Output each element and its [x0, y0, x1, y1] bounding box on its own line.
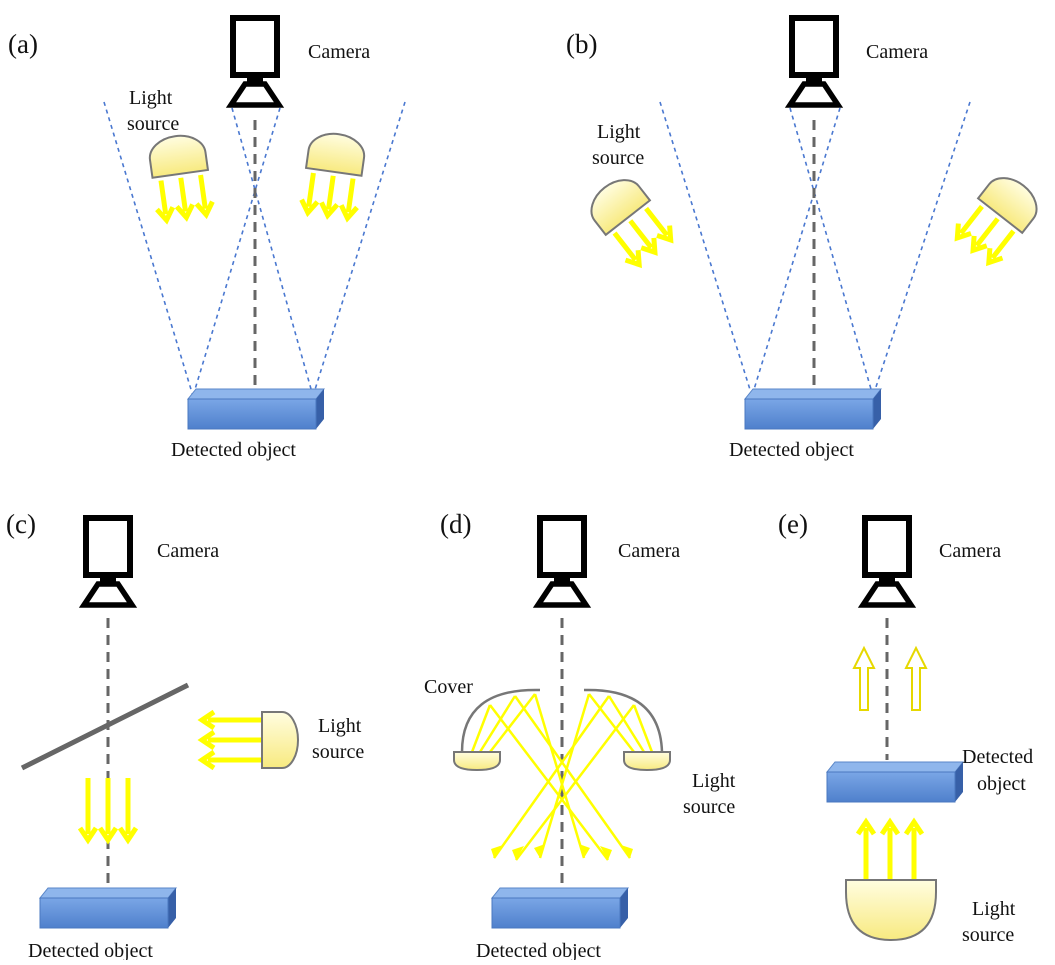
detected-object-icon	[491, 887, 629, 929]
light-arrows	[77, 778, 139, 845]
light-source-icon	[582, 170, 677, 269]
light-source-label: Light	[692, 770, 736, 792]
light-source-icon	[623, 751, 671, 772]
light-source-label: source	[312, 741, 364, 763]
light-ray-heads	[491, 844, 633, 860]
camera-icon	[84, 518, 132, 605]
panel-c-label: (c)	[6, 509, 36, 539]
detected-object-label: Detected object	[171, 439, 296, 461]
camera-icon	[538, 518, 586, 605]
panel-d-label: (d)	[440, 509, 471, 539]
detected-object-label: object	[977, 773, 1026, 795]
light-source-icon	[300, 130, 367, 219]
cover-label: Cover	[424, 676, 473, 698]
detected-object-icon	[744, 388, 882, 430]
beam-splitter-icon	[20, 682, 190, 771]
light-source-icon	[147, 132, 214, 221]
light-source-label: Light	[318, 715, 362, 737]
camera-icon	[231, 18, 279, 105]
panel-a-label: (a)	[8, 29, 38, 59]
detected-object-label: Detected object	[476, 940, 601, 960]
transmitted-light-arrows	[852, 645, 928, 711]
light-source-label: source	[592, 147, 644, 169]
camera-label: Camera	[308, 41, 370, 63]
camera-icon	[863, 518, 911, 605]
light-source-icon	[453, 751, 501, 772]
detected-object-label: Detected object	[28, 940, 153, 960]
light-source-label: source	[127, 113, 179, 135]
light-source-icon	[845, 879, 937, 942]
light-source-label: source	[683, 796, 735, 818]
detected-object-icon	[39, 887, 177, 929]
panel-c: (c) Camera Light source Detected object	[6, 509, 364, 962]
detected-object-icon	[187, 388, 325, 430]
light-rays	[470, 693, 654, 861]
panel-e-label: (e)	[778, 509, 808, 539]
panel-a: (a) Camera Light source Detected object	[8, 18, 406, 461]
camera-label: Camera	[866, 41, 928, 63]
panel-e: (e) Camera Detected object Light source	[778, 509, 1033, 946]
camera-label: Camera	[157, 540, 219, 562]
light-source-label: Light	[597, 121, 641, 143]
detected-object-label: Detected	[962, 746, 1033, 768]
detected-object-label: Detected object	[729, 439, 854, 461]
light-source-icon	[951, 168, 1046, 267]
camera-label: Camera	[618, 540, 680, 562]
light-source-label: Light	[129, 87, 173, 109]
dome-cover-icon	[460, 688, 664, 753]
light-arrows	[855, 817, 925, 880]
light-arrows	[197, 709, 262, 771]
camera-label: Camera	[939, 540, 1001, 562]
panel-d: (d) Camera Cover	[424, 509, 736, 962]
light-source-label: source	[962, 924, 1014, 946]
field-of-view-lines	[659, 101, 971, 397]
camera-icon	[790, 18, 838, 105]
panel-b: (b) Camera Light source Detected object	[566, 18, 1046, 461]
detected-object-icon	[826, 761, 964, 803]
field-of-view-lines	[103, 101, 406, 397]
light-source-label: Light	[972, 898, 1016, 920]
panel-b-label: (b)	[566, 29, 597, 59]
light-source-icon	[261, 711, 299, 769]
